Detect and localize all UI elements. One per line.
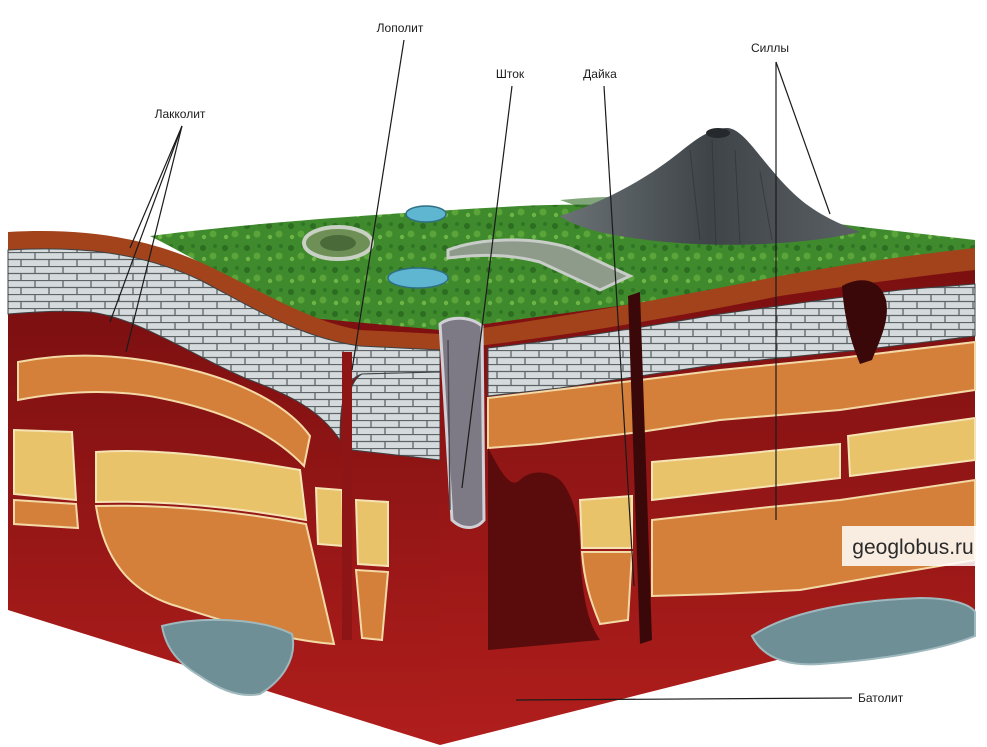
watermark: geoglobus.ru bbox=[842, 526, 984, 566]
label-stock: Шток bbox=[496, 67, 525, 81]
label-dike: Дайка bbox=[583, 67, 617, 81]
label-batholith: Батолит bbox=[858, 691, 904, 705]
volcano bbox=[560, 128, 860, 246]
magma-chamber-left bbox=[162, 620, 293, 695]
label-lopolith: Лополит bbox=[377, 21, 424, 35]
label-laccolith: Лакколит bbox=[155, 107, 206, 121]
right-face-section bbox=[440, 248, 975, 745]
lake-upper bbox=[406, 206, 446, 222]
volcano-crater bbox=[706, 128, 730, 138]
label-sills: Силлы bbox=[751, 41, 789, 55]
lake-lower bbox=[388, 268, 448, 288]
watermark-text: geoglobus.ru bbox=[852, 536, 973, 559]
